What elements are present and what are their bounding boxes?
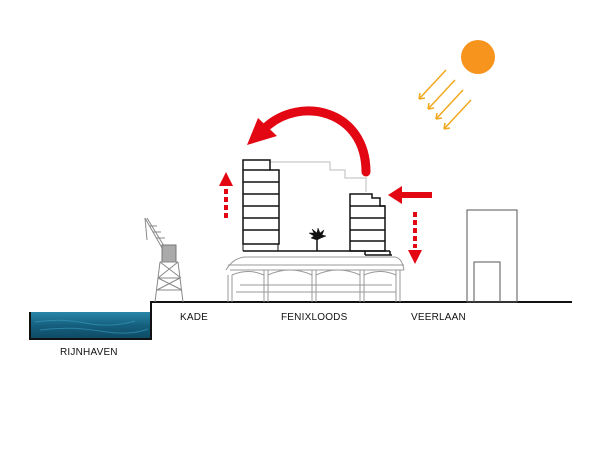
harbour-crane-icon — [144, 217, 184, 303]
water-waves — [34, 319, 149, 334]
building-veerlaan — [466, 209, 518, 303]
ground-line — [29, 301, 572, 340]
water-rijnhaven — [30, 312, 151, 339]
arrow-up-dashed — [219, 172, 233, 218]
tree-icon — [308, 227, 327, 251]
tower-right — [349, 193, 386, 252]
envelope-outline — [270, 161, 367, 192]
label-kade: KADE — [180, 312, 209, 323]
warehouse-fenixloods — [225, 256, 405, 302]
label-fenixloods: FENIXLOODS — [281, 312, 348, 323]
tower-left — [242, 159, 280, 245]
arrow-curved-over — [260, 106, 371, 177]
sun-icon — [461, 40, 495, 74]
label-rijnhaven: RIJNHAVEN — [60, 347, 118, 358]
wind-arrows — [219, 106, 432, 264]
arrow-horizontal-right — [400, 192, 432, 198]
arrow-down-dashed — [408, 212, 422, 264]
label-veerlaan: VEERLAAN — [411, 312, 466, 323]
sun-rays — [418, 69, 472, 130]
